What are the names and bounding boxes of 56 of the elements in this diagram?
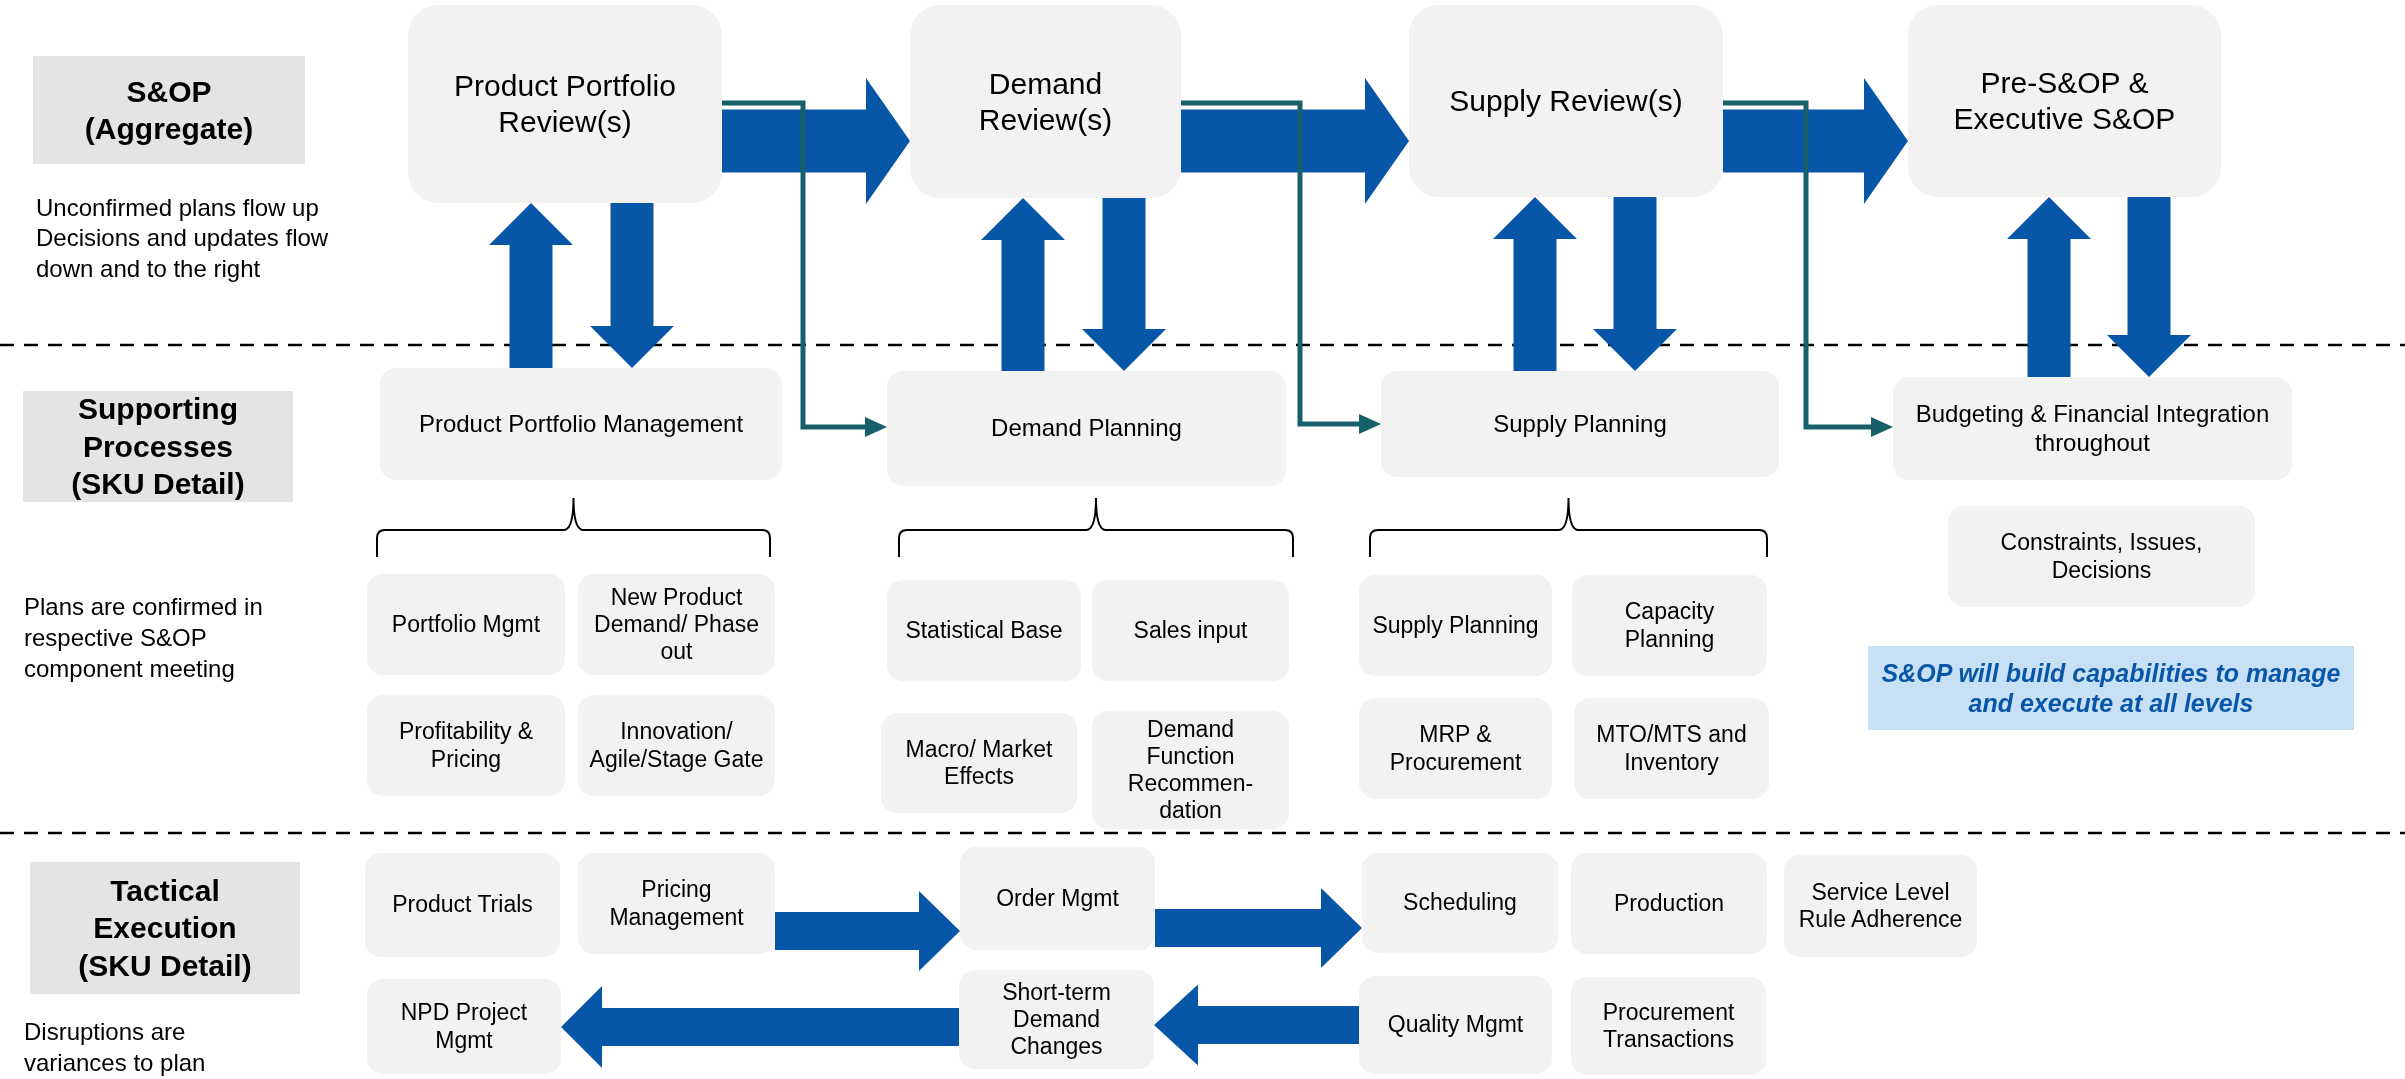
block-arrow [1723,78,1908,204]
block-arrow [489,203,573,368]
process-box: Quality Mgmt [1359,976,1552,1074]
block-arrow [590,203,674,368]
process-box: Short-term Demand Changes [959,970,1154,1069]
note-text: Decisions and updates flow down and to the right [36,223,330,285]
block-arrow [722,78,910,204]
process-box: Demand Function Recommen- dation [1092,711,1289,829]
process-box: MTO/MTS and Inventory [1574,698,1769,799]
connector-arrow [722,100,887,437]
process-box: Sales input [1092,580,1289,681]
process-box: Supply Planning [1381,371,1779,477]
review-box: Demand Review(s) [910,5,1181,198]
review-box: Product Portfolio Review(s) [408,5,722,203]
process-box: Demand Planning [887,371,1286,486]
process-box: Product Portfolio Management [380,368,782,480]
process-box: New Product Demand/ Phase out [578,574,775,675]
process-box: Capacity Planning [1572,575,1767,676]
block-arrow [1493,197,1577,371]
process-box: Product Trials [365,853,560,957]
block-arrow [2107,197,2191,377]
process-box: Pricing Management [578,853,775,954]
process-box: Service Level Rule Adherence [1784,855,1977,957]
section-label: S&OP (Aggregate) [33,56,305,164]
block-arrow [1593,197,1677,371]
block-arrow [2007,197,2091,377]
process-box: Supply Planning [1359,575,1552,676]
block-arrow [1181,78,1409,204]
block-arrow [1155,888,1362,968]
process-box: Constraints, Issues, Decisions [1948,506,2255,607]
block-arrow [981,198,1065,371]
process-box: MRP & Procurement [1359,698,1552,799]
process-box: Innovation/ Agile/Stage Gate [578,695,775,796]
process-box: NPD Project Mgmt [367,979,561,1074]
note-text: Plans are confirmed in respective S&OP component meeting [24,592,264,685]
process-box: Statistical Base [887,580,1081,681]
note-text: Disruptions are variances to plan [24,1017,207,1079]
process-box: Production [1571,853,1767,954]
connector-arrow [1181,100,1381,434]
block-arrow [561,986,959,1068]
process-box: Portfolio Mgmt [367,574,565,675]
block-arrow [1082,198,1166,371]
connector-arrow [1723,100,1893,437]
block-arrow [1154,984,1359,1066]
callout-box: S&OP will build capabilities to manage and execute at all levels [1868,646,2354,730]
review-box: Supply Review(s) [1409,5,1723,197]
review-box: Pre-S&OP & Executive S&OP [1908,5,2221,197]
process-box: Budgeting & Financial Integration throughout [1893,377,2292,480]
process-box: Scheduling [1362,853,1558,953]
process-box: Order Mgmt [960,847,1155,950]
process-box: Macro/ Market Effects [881,713,1077,813]
section-label: Tactical Execution (SKU Detail) [30,862,300,994]
section-label: Supporting Processes (SKU Detail) [23,391,293,502]
process-box: Profitability & Pricing [367,695,565,796]
process-box: Procurement Transactions [1571,977,1766,1075]
note-text: Unconfirmed plans flow up [36,193,320,223]
